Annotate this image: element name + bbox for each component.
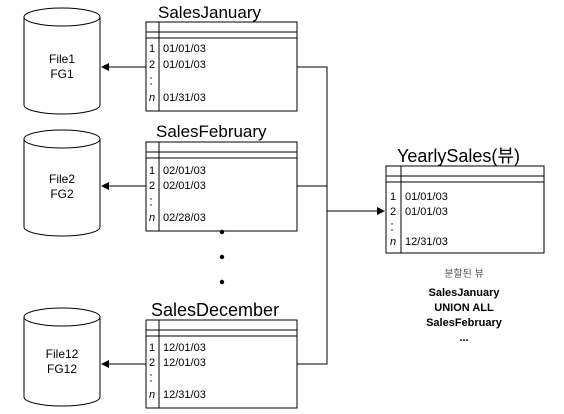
ellipsis-dot	[391, 229, 393, 231]
ellipsis-dot	[150, 198, 152, 200]
table-title: SalesFebruary	[156, 122, 267, 141]
row-number: 2	[149, 180, 155, 192]
file-cylinder-1: File1 FG1	[23, 7, 101, 115]
row-number: 2	[149, 357, 155, 369]
note-line: SalesJanuary	[429, 287, 501, 299]
row-value: 12/01/03	[163, 342, 206, 354]
row-value: 02/28/03	[163, 212, 206, 224]
row-number: n	[390, 236, 396, 248]
file-12-filegroup: FG12	[47, 362, 77, 376]
file-12-name: File12	[46, 347, 79, 361]
table-title: SalesJanuary	[158, 3, 262, 22]
row-value: 01/01/03	[163, 59, 206, 71]
row-number: n	[149, 212, 155, 224]
ellipsis-dot	[150, 380, 152, 382]
table-sales-december: SalesDecember 1 12/01/03 2 12/01/03 n 12…	[145, 300, 298, 409]
file-1-name: File1	[49, 52, 75, 66]
continuation-dot	[219, 254, 225, 260]
file-cylinder-2: File2 FG2	[23, 129, 101, 237]
row-number: 1	[390, 191, 396, 203]
row-value: 01/01/03	[405, 206, 448, 218]
row-value: 01/31/03	[163, 92, 206, 104]
row-number: 1	[149, 342, 155, 354]
row-value: 01/01/03	[405, 191, 448, 203]
row-number: n	[149, 92, 155, 104]
continuation-dot	[219, 279, 225, 285]
note-line: UNION ALL	[434, 302, 494, 314]
union-connector	[297, 66, 385, 365]
row-number: 1	[149, 43, 155, 55]
note-line: SalesFebruary	[426, 317, 503, 329]
continuation-dot	[219, 229, 225, 235]
row-value: 12/01/03	[163, 357, 206, 369]
note-line: ...	[459, 332, 468, 344]
file-1-filegroup: FG1	[50, 67, 74, 81]
ellipsis-dot	[150, 83, 152, 85]
ellipsis-dot	[150, 204, 152, 206]
note-label: 분할된 뷰	[444, 268, 484, 280]
row-value: 02/01/03	[163, 180, 206, 192]
row-value: 02/01/03	[163, 165, 206, 177]
table-sales-february: SalesFebruary 1 02/01/03 2 02/01/03 n 02…	[145, 122, 298, 232]
partitioned-view-note: 분할된 뷰 SalesJanuary UNION ALL SalesFebrua…	[426, 268, 503, 344]
ellipsis-dot	[150, 374, 152, 376]
file-2-name: File2	[49, 172, 75, 186]
view-yearly-sales: YearlySales(뷰) 1 01/01/03 2 01/01/03 n 1…	[385, 146, 545, 254]
file-2-filegroup: FG2	[50, 187, 74, 201]
ellipsis-dot	[150, 77, 152, 79]
row-value: 12/31/03	[405, 236, 448, 248]
view-title: YearlySales(뷰)	[397, 146, 520, 166]
row-value: 01/01/03	[163, 43, 206, 55]
row-value: 12/31/03	[163, 389, 206, 401]
row-number: n	[149, 389, 155, 401]
table-sales-january: SalesJanuary 1 01/01/03 2 01/01/03 n 01/…	[145, 3, 298, 112]
row-number: 2	[390, 206, 396, 218]
ellipsis-dot	[391, 223, 393, 225]
row-number: 2	[149, 59, 155, 71]
file-cylinder-12: File12 FG12	[23, 307, 101, 407]
table-title: SalesDecember	[151, 300, 279, 320]
row-number: 1	[149, 165, 155, 177]
